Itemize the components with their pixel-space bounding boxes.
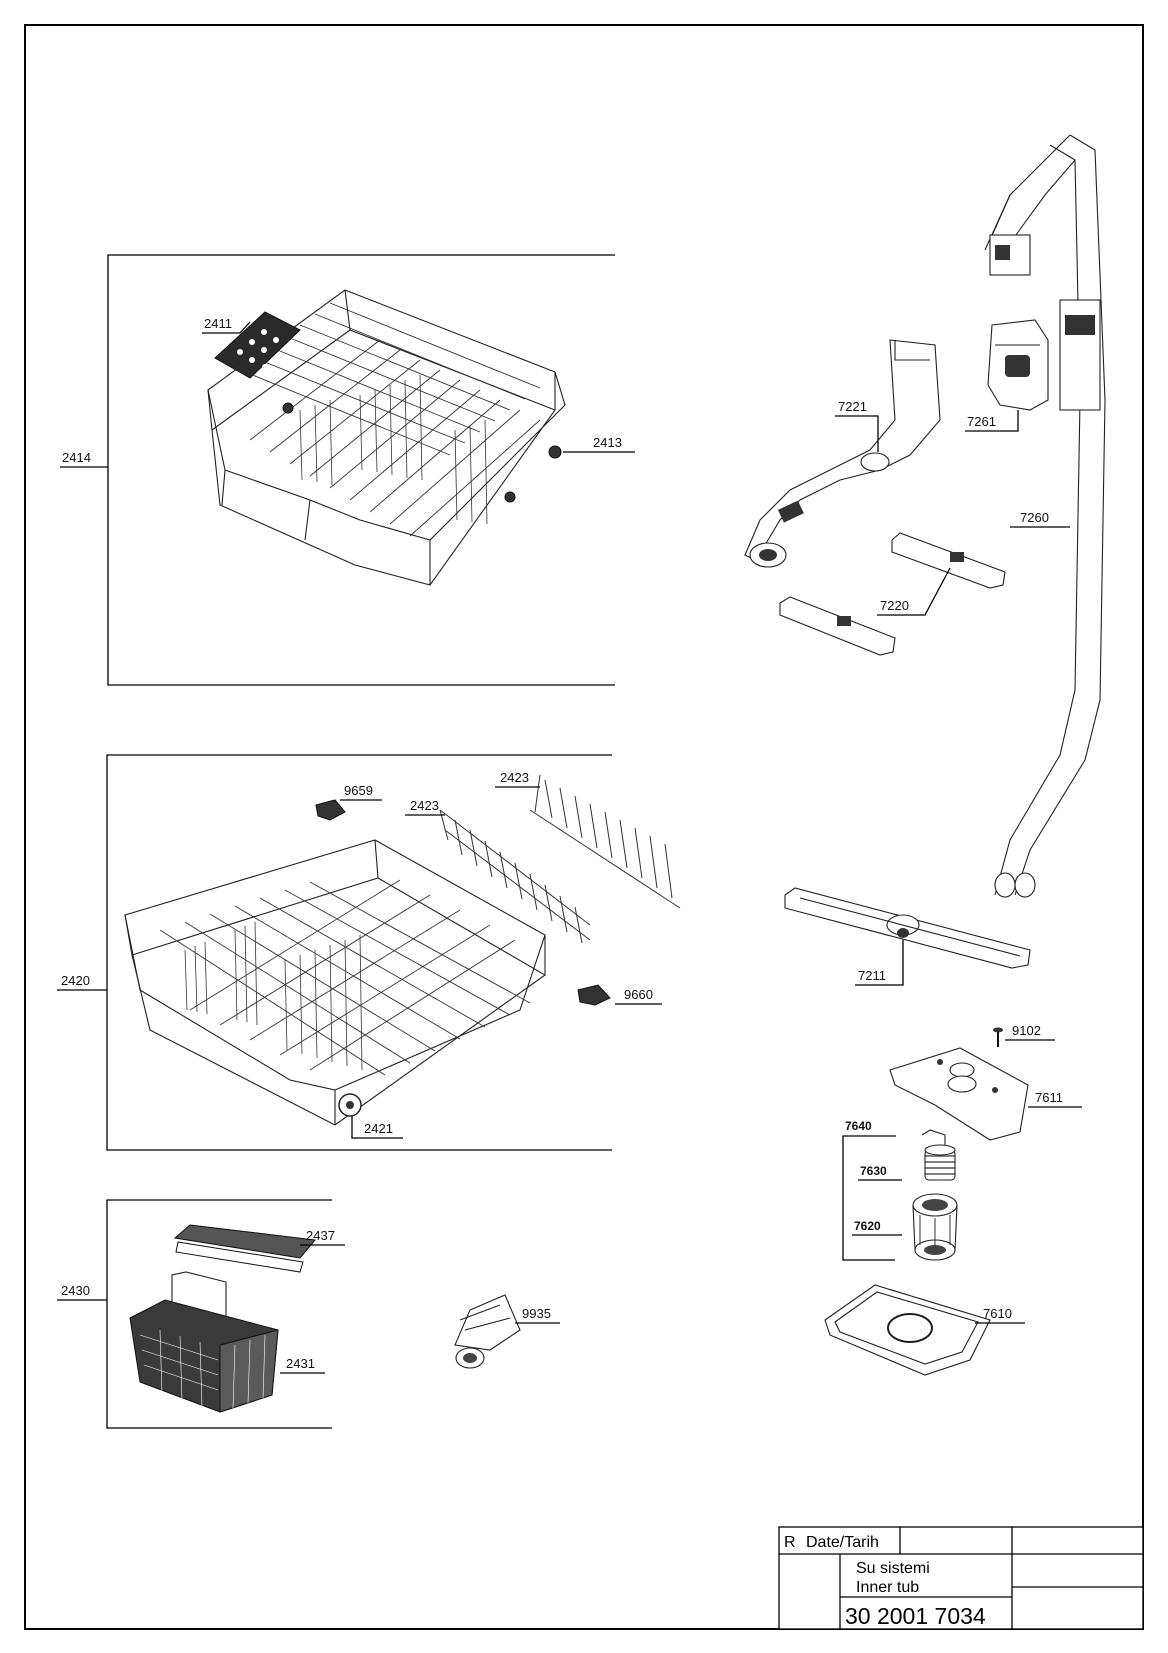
group-bracket-2420 [106, 754, 612, 1151]
spray-arm-7211 [784, 887, 1031, 969]
filter-group-7640: 7640 7630 7620 [842, 1119, 958, 1261]
bracket-7261 [987, 319, 1049, 411]
coarse-filter-7620 [912, 1193, 958, 1261]
clip-9659 [315, 799, 346, 821]
label-7221: 7221 [838, 399, 867, 414]
drawing-number: 30 2001 7034 [845, 1603, 986, 1629]
drawing-name-tr: Su sistemi [856, 1560, 930, 1577]
lower-basket-group: 2420 [57, 754, 681, 1151]
drawing-name-en: Inner tub [856, 1579, 919, 1596]
label-2430: 2430 [61, 1283, 90, 1298]
label-7630: 7630 [860, 1164, 887, 1178]
upper-basket-group: 2414 [60, 254, 635, 686]
group-bracket-2430 [106, 1199, 332, 1429]
label-9102: 9102 [1012, 1023, 1041, 1038]
cup-shelf-2411 [214, 311, 301, 379]
label-7610: 7610 [983, 1306, 1012, 1321]
cutlery-basket-group: 2430 2437 2431 [57, 1199, 345, 1429]
label-2414: 2414 [62, 450, 91, 465]
upper-basket-drawing [207, 289, 566, 586]
label-7220: 7220 [880, 598, 909, 613]
title-block: R Date/Tarih Su sistemi Inner tub 30 200… [778, 1526, 1144, 1630]
label-2421: 2421 [364, 1121, 393, 1136]
plate-rack-2423-left [439, 809, 591, 944]
revision-label: R [784, 1534, 796, 1551]
label-2423-left: 2423 [410, 798, 439, 813]
sheet-border [24, 24, 1144, 1630]
label-7640: 7640 [845, 1119, 872, 1133]
label-9935: 9935 [522, 1306, 551, 1321]
micro-filter-7630 [921, 1129, 956, 1181]
label-2437: 2437 [306, 1228, 335, 1243]
sump-plate-7611 [889, 1047, 1029, 1141]
label-2423-right: 2423 [500, 770, 529, 785]
cutlery-lid-2437 [173, 1224, 316, 1273]
pipe-7260 [984, 134, 1106, 898]
label-7611: 7611 [1035, 1090, 1063, 1105]
label-9660: 9660 [624, 987, 653, 1002]
spray-arm-7220 [779, 532, 1006, 656]
label-2431: 2431 [286, 1356, 315, 1371]
clip-9660 [577, 984, 611, 1006]
manifold-7221 [744, 339, 941, 568]
label-7261: 7261 [967, 414, 996, 429]
label-9659: 9659 [344, 783, 373, 798]
label-7620: 7620 [854, 1219, 881, 1233]
lower-basket-drawing [124, 774, 681, 1126]
plate-rack-2423-right [529, 774, 681, 909]
label-2411: 2411 [204, 316, 232, 331]
cutlery-basket-2431 [129, 1271, 279, 1413]
label-7260: 7260 [1020, 510, 1049, 525]
label-2420: 2420 [61, 973, 90, 988]
label-7211: 7211 [858, 968, 886, 983]
date-label: Date/Tarih [806, 1534, 879, 1551]
part-9935 [454, 1294, 521, 1369]
group-bracket-2414 [107, 254, 615, 686]
screw-9102 [993, 1027, 1003, 1047]
label-2413: 2413 [593, 435, 622, 450]
flat-filter-7610 [824, 1284, 991, 1376]
